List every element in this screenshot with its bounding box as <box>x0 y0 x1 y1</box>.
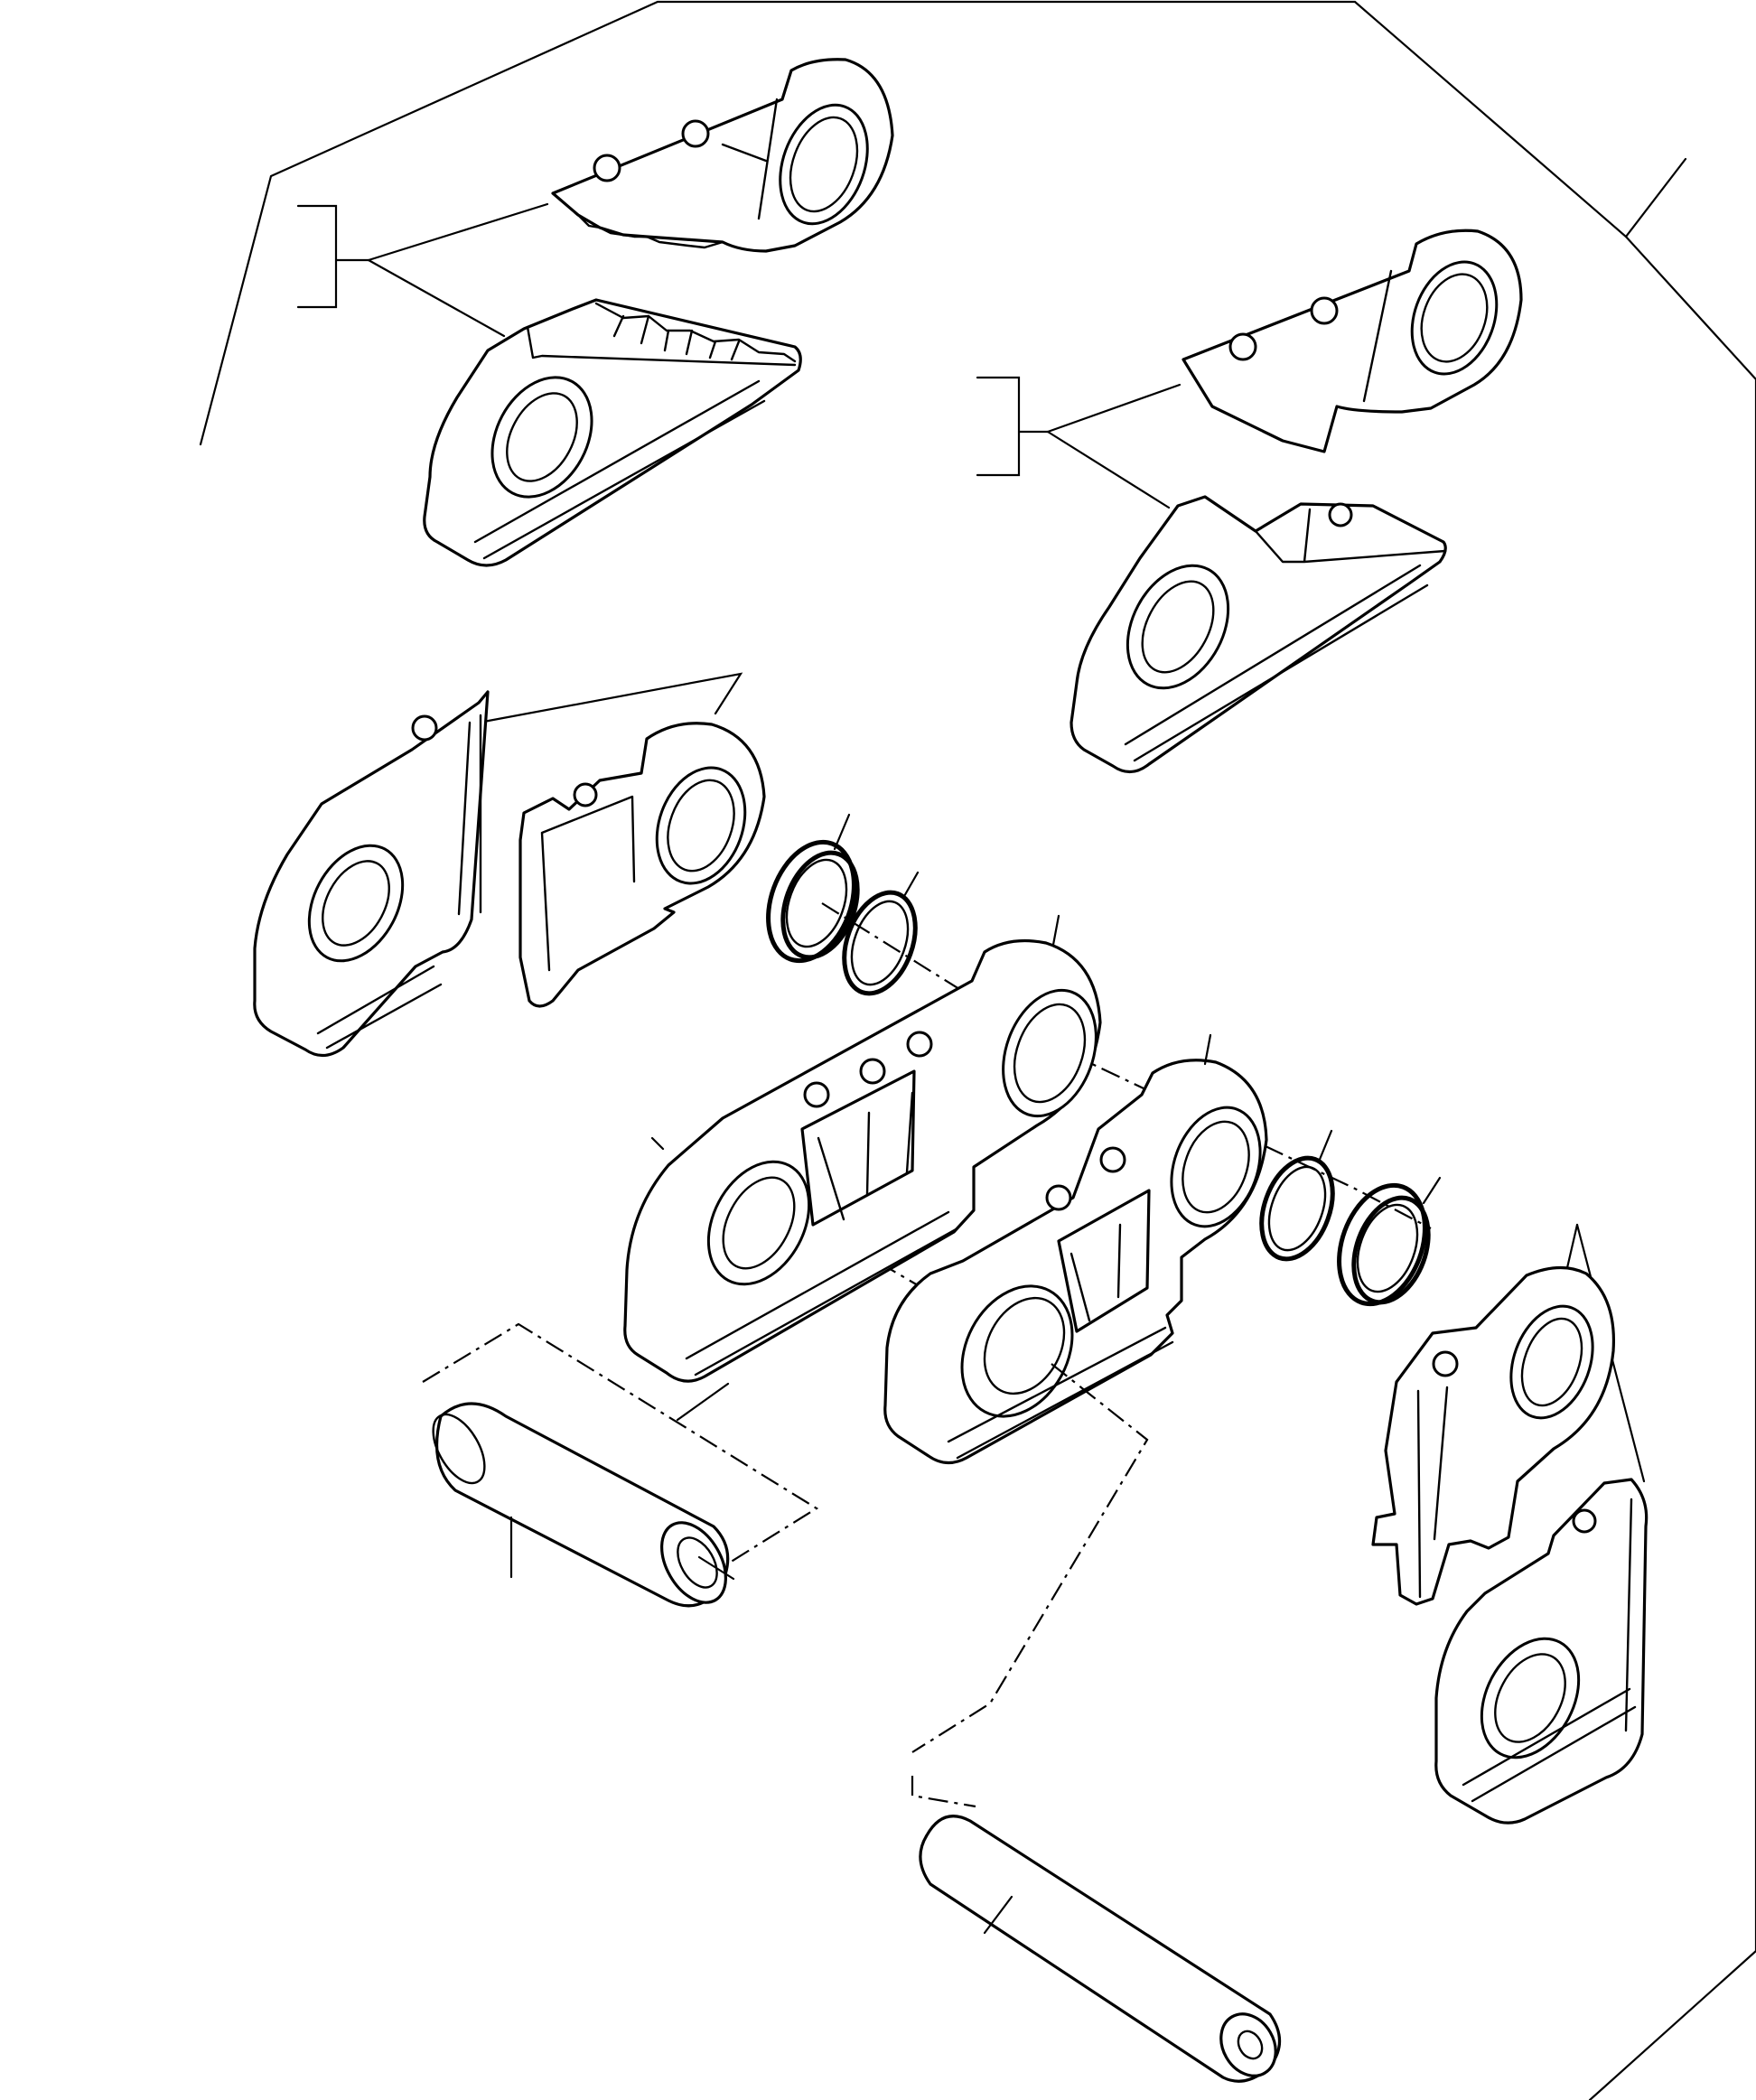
track-shoe-master-link-b <box>1069 229 1523 774</box>
seal-ring-left-inner <box>842 871 920 996</box>
assembly-axis-upper <box>821 902 1432 1229</box>
seal-ring-right-outer <box>1337 1176 1442 1307</box>
bracket-top-left <box>296 202 549 338</box>
seal-ring-left-outer <box>766 813 860 964</box>
frame-tick <box>1624 157 1687 238</box>
bracket-top-right <box>976 376 1182 509</box>
split-master-link <box>253 672 766 1058</box>
seal-ring-right-inner <box>1259 1129 1335 1262</box>
track-link-left <box>623 914 1102 1383</box>
track-link-right <box>883 1033 1268 1465</box>
track-pin <box>911 1363 1282 2083</box>
track-shoe-master-link-a <box>423 58 894 567</box>
split-end-link <box>1371 1223 1649 1825</box>
track-bushing <box>422 1322 819 1608</box>
